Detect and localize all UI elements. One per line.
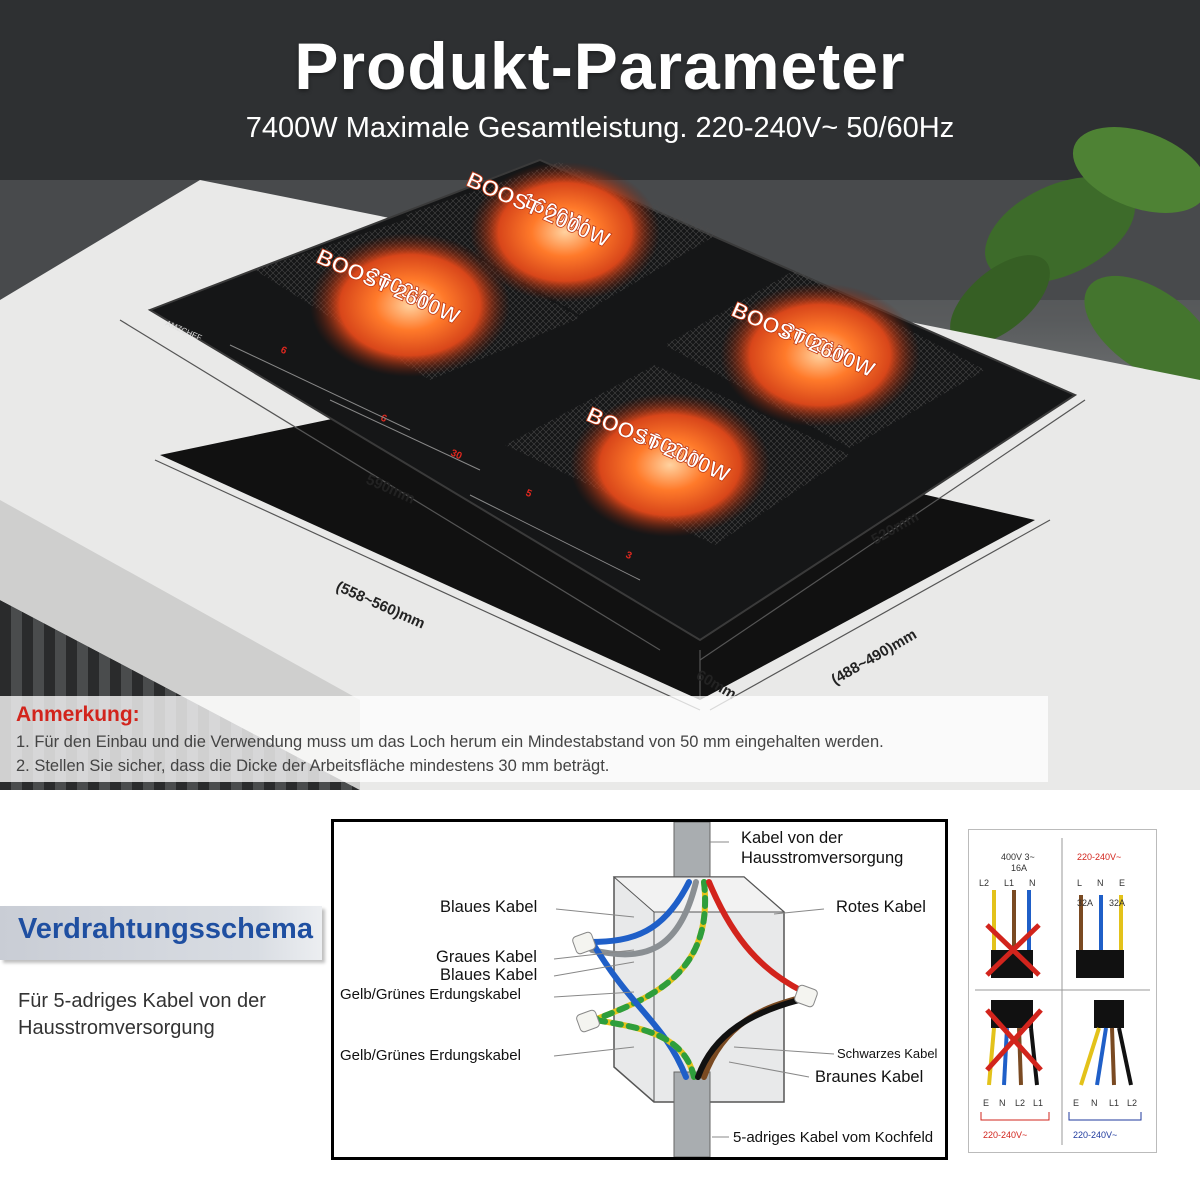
cooking-zone-3	[720, 283, 920, 427]
wiring-title: Verdrahtungsschema	[18, 913, 313, 945]
mini-bottom-terminal-e2: E	[1073, 1098, 1080, 1108]
note-line-1: 1. Für den Einbau und die Verwendung mus…	[16, 733, 884, 751]
junction-box-diagram	[553, 822, 835, 1157]
mini-rating-1: 32A	[1077, 898, 1094, 908]
cooking-zone-2	[310, 233, 510, 377]
label-blue-cable-2: Blaues Kabel	[440, 966, 538, 984]
mini-bottom-terminal-n3: N	[1091, 1098, 1098, 1108]
control-display-4: 3	[624, 550, 634, 562]
mini-terminal-l2: L2	[979, 878, 990, 888]
control-display-2: 6	[379, 413, 389, 425]
label-earth-cable-1: Gelb/Grünes Erdungskabel	[340, 986, 521, 1003]
label-black-cable: Schwarzes Kabel	[837, 1046, 938, 1061]
mini-terminal-n2: N	[1097, 878, 1104, 888]
mini-bottom-terminal-e: E	[983, 1098, 990, 1108]
note-line-2: 2. Stellen Sie sicher, dass die Dicke de…	[16, 757, 610, 775]
mini-bottom-terminal-l1b: L1	[1109, 1098, 1120, 1108]
connection-options-diagram: 400V 3~ 16A 220-240V~ 32A 32A L2 L1 N L …	[968, 829, 1157, 1153]
mini-bottom-terminal-l1: L1	[1033, 1098, 1044, 1108]
mini-terminal-e: E	[1119, 878, 1126, 888]
label-brown-cable: Braunes Kabel	[815, 1068, 924, 1086]
mini-bottom-left-voltage: 220-240V~	[983, 1130, 1028, 1140]
product-photo-section: 1600W BOOST 2000W 2000W BOOST 2600W 2000…	[0, 0, 1200, 790]
mini-terminal-n: N	[1029, 878, 1036, 888]
cooking-zone-4	[570, 393, 770, 537]
page-title: Produkt-Parameter	[294, 29, 906, 103]
note-box	[0, 696, 1048, 782]
label-hob-cable: 5-adriges Kabel vom Kochfeld	[733, 1129, 934, 1146]
mini-bottom-terminal-n: N	[999, 1098, 1006, 1108]
mini-left-voltage: 400V 3~	[1001, 852, 1035, 862]
page-subtitle: 7400W Maximale Gesamtleistung. 220-240V~…	[245, 112, 955, 144]
control-display-1: 6	[279, 345, 289, 357]
mini-right-voltage: 220-240V~	[1077, 852, 1122, 862]
mini-bottom-right-voltage: 220-240V~	[1073, 1130, 1118, 1140]
label-red-cable: Rotes Kabel	[836, 898, 926, 916]
label-earth-cable-2: Gelb/Grünes Erdungskabel	[340, 1047, 521, 1064]
mini-bottom-terminal-l2b: L2	[1127, 1098, 1138, 1108]
note-title: Anmerkung:	[16, 703, 140, 726]
wiring-diagram-frame: Kabel von der Hausstromversorgung Blaues…	[331, 819, 948, 1160]
cooking-zone-1	[470, 162, 660, 302]
wiring-description: Für 5-adriges Kabel von der Hausstromver…	[18, 990, 266, 1039]
label-blue-cable-1: Blaues Kabel	[440, 898, 538, 916]
mini-left-current: 16A	[1011, 863, 1028, 873]
mini-bottom-terminal-l2: L2	[1015, 1098, 1026, 1108]
mini-terminal-l: L	[1077, 878, 1083, 888]
cooktop-illustration: 1600W BOOST 2000W 2000W BOOST 2600W 2000…	[0, 0, 1200, 790]
control-display-3: 5	[524, 488, 534, 500]
label-grey-cable: Graues Kabel	[436, 948, 537, 966]
timer-display: 30	[449, 448, 464, 463]
wiring-title-box	[0, 906, 322, 960]
label-supply-line2: Hausstromversorgung	[741, 849, 904, 867]
label-supply-line1: Kabel von der	[741, 829, 843, 847]
mini-rating-2: 32A	[1109, 898, 1126, 908]
mini-terminal-l1: L1	[1004, 878, 1015, 888]
